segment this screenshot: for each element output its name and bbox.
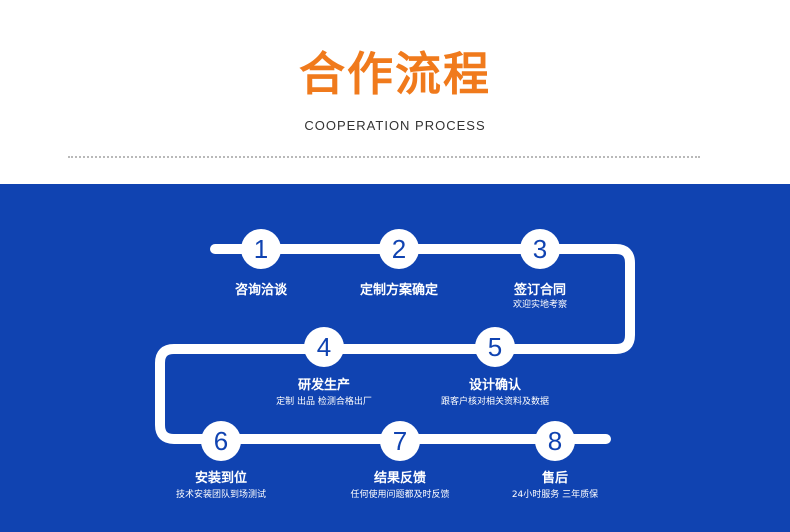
step-label: 签订合同 [513, 283, 566, 298]
step-desc: 欢迎实地考察 [512, 300, 567, 310]
page-title: 合作流程 [299, 47, 491, 101]
process-panel: 1 咨询洽谈 2 定制方案确定 3 签订合同 欢迎实地考察 4 研发生产 定制 … [0, 184, 790, 532]
step-number: 1 [241, 229, 281, 269]
header: 合作流程 COOPERATION PROCESS [0, 0, 790, 184]
page-subtitle: COOPERATION PROCESS [304, 118, 486, 133]
process-track [155, 244, 635, 444]
step-label: 咨询洽谈 [234, 283, 287, 298]
step-label: 安装到位 [194, 471, 247, 486]
step-number: 2 [379, 229, 419, 269]
step-desc: 跟客户核对相关资料及数据 [440, 397, 549, 407]
step-desc: 技术安装团队到场测试 [175, 490, 266, 500]
step-label: 设计确认 [468, 378, 521, 393]
step-number: 5 [475, 327, 515, 367]
step-number: 6 [201, 421, 241, 461]
step-desc: 24小时服务 三年质保 [511, 490, 599, 500]
step-label: 研发生产 [297, 378, 350, 393]
dotted-divider [68, 156, 700, 158]
step-desc: 定制 出品 检测合格出厂 [276, 397, 372, 407]
step-number: 3 [520, 229, 560, 269]
step-desc: 任何使用问题都及时反馈 [350, 490, 450, 500]
step-label: 定制方案确定 [359, 283, 438, 298]
step-label: 结果反馈 [373, 471, 426, 486]
step-number: 4 [304, 327, 344, 367]
step-number: 8 [535, 421, 575, 461]
step-number: 7 [380, 421, 420, 461]
step-label: 售后 [541, 471, 568, 486]
